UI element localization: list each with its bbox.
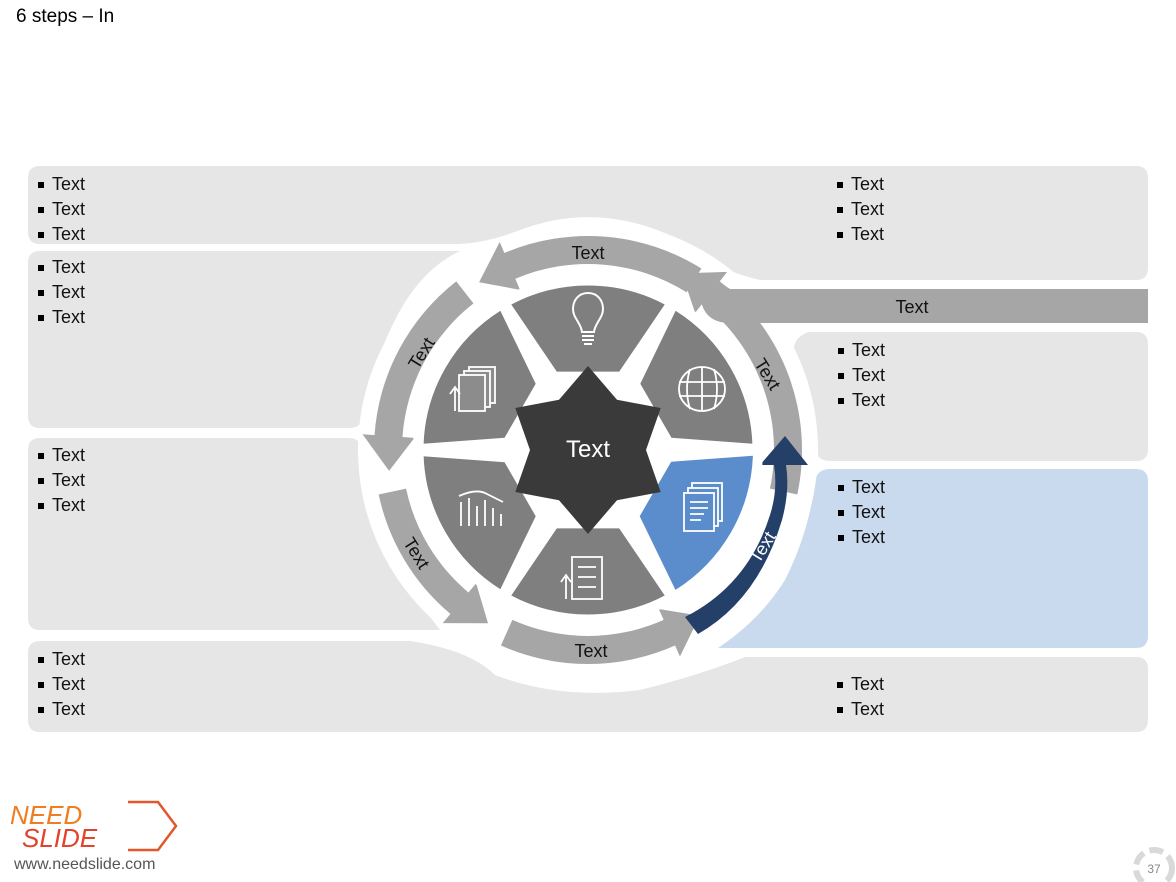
ring-arrow-upper-left [362,281,474,471]
segment-lower-left [422,455,537,591]
banner-arrow [682,268,1148,323]
arrow-label-top: Text [571,243,605,263]
page-number-badge: 37 [1133,847,1175,882]
list-item: Text [38,468,85,493]
ring-arrow-upper-right [681,271,803,495]
panel-left-lower [28,438,440,630]
active-arrow [685,436,808,634]
list-item: Text [38,255,85,280]
list-item: Text [38,280,85,305]
file-upload-icon [449,366,496,412]
lightbulb-icon [571,291,605,345]
segment-top [509,284,667,373]
list-item: Text [38,697,85,722]
list-item: Text [38,493,85,518]
logo-line1: NEED [10,800,82,830]
list-item: Text [838,525,885,550]
list-item: Text [38,197,85,222]
list-item: Text [838,363,885,388]
ring-arrow-bottom [500,608,700,665]
center-gear [515,366,661,534]
bullets-left-lower: Text Text Text [38,443,85,518]
documents-icon [683,482,723,532]
bullets-bottom-right: Text Text [837,672,884,722]
bullets-top-left: Text Text Text [38,172,85,247]
list-item: Text [838,338,885,363]
list-item: Text [38,222,85,247]
ring-arrow-lower-left [378,488,488,624]
checklist-upload-icon [560,556,603,600]
segment-bottom [509,527,667,616]
list-item: Text [38,305,85,330]
center-label: Text [565,436,610,463]
list-item: Text [38,443,85,468]
bullets-bottom-left: Text Text Text [38,647,85,722]
panel-left-upper [28,251,460,428]
list-item: Text [838,500,885,525]
bullets-left-upper: Text Text Text [38,255,85,330]
logo-line2: SLIDE [22,823,98,852]
segment-upper-right [639,309,754,445]
page-number: 37 [1147,862,1161,876]
ring-arrow-top [479,236,702,293]
list-item: Text [837,172,884,197]
slide-title: 6 steps – In [16,6,115,27]
list-item: Text [837,697,884,722]
bullets-top-right: Text Text Text [837,172,884,247]
list-item: Text [38,172,85,197]
list-item: Text [837,672,884,697]
chart-growth-icon [458,490,504,526]
list-item: Text [837,222,884,247]
list-item: Text [838,388,885,413]
list-item: Text [838,475,885,500]
list-item: Text [837,197,884,222]
panel-right-lower [718,469,1148,648]
bullets-right-lower: Text Text Text [838,475,885,550]
banner-label: Text [895,297,929,317]
website-url: www.needslide.com [14,856,156,873]
bullets-right-upper: Text Text Text [838,338,885,413]
arrow-label-bottom: Text [574,641,608,661]
list-item: Text [38,672,85,697]
globe-icon [678,366,726,412]
needslide-logo: NEED SLIDE [10,800,178,852]
list-item: Text [38,647,85,672]
